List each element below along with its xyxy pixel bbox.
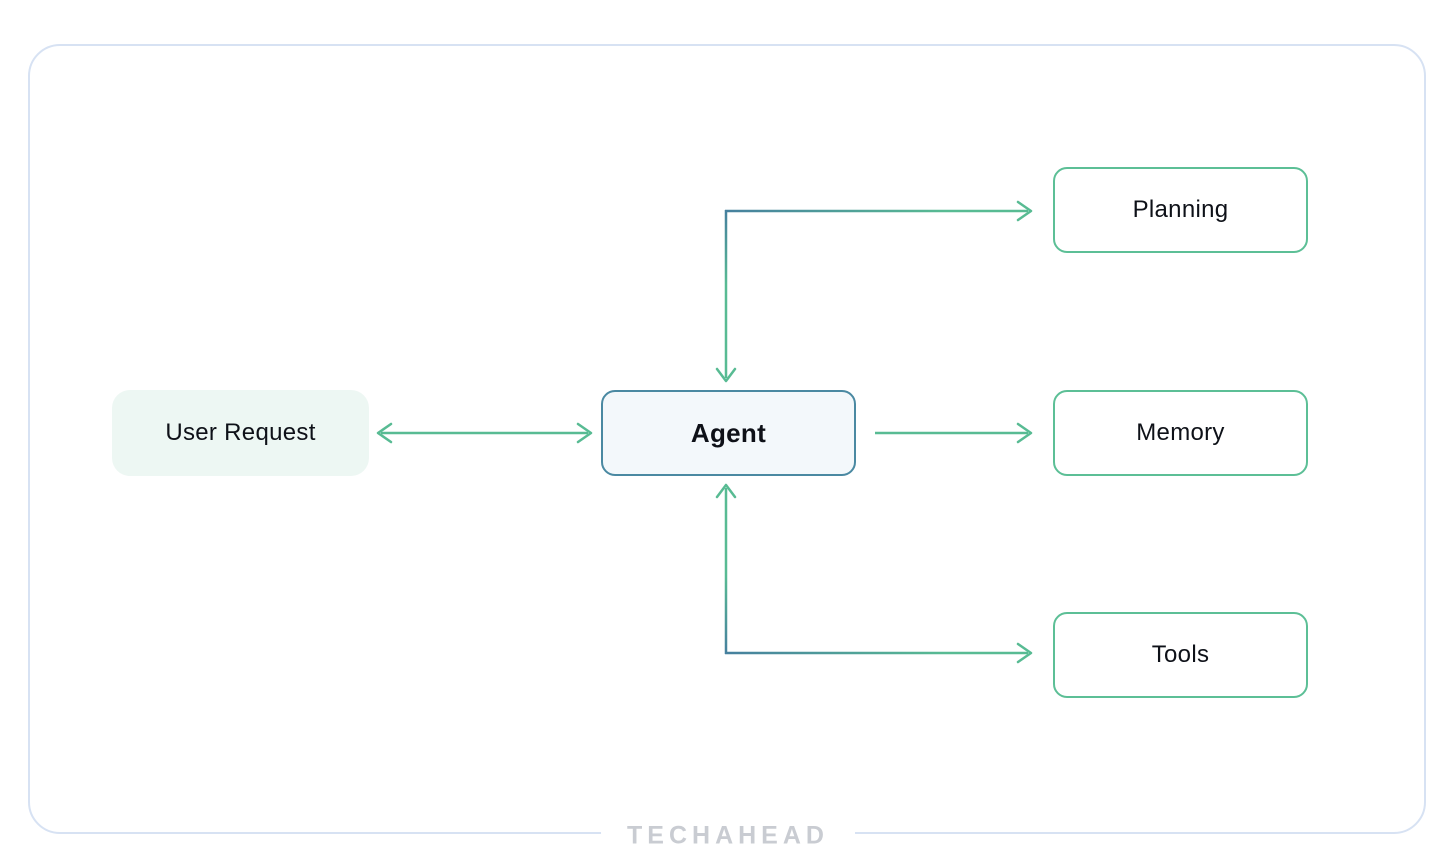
- node-memory[interactable]: Memory: [1053, 390, 1308, 476]
- node-memory-label: Memory: [1136, 419, 1225, 446]
- node-agent-label: Agent: [690, 417, 767, 448]
- node-user-request[interactable]: User Request: [112, 390, 369, 476]
- node-tools[interactable]: Tools: [1053, 612, 1308, 698]
- node-tools-label: Tools: [1151, 641, 1210, 668]
- node-agent[interactable]: Agent: [601, 390, 856, 476]
- node-planning-label: Planning: [1132, 196, 1229, 223]
- techahead-logo: TECHAHEAD: [601, 817, 855, 855]
- node-user-request-label: User Request: [165, 419, 316, 446]
- node-planning[interactable]: Planning: [1053, 167, 1308, 253]
